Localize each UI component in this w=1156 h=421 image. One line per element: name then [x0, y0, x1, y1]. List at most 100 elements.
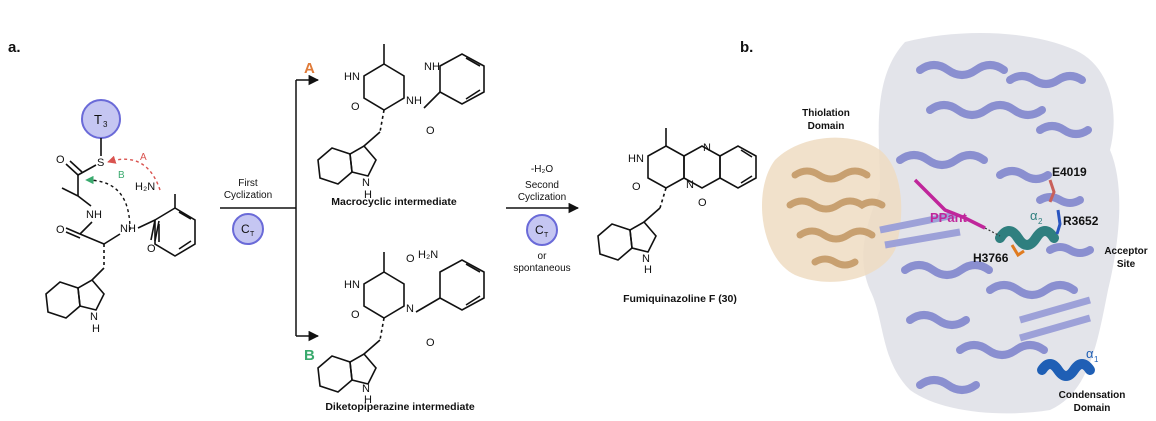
bond — [465, 263, 481, 273]
atom-n-green: N — [703, 142, 711, 154]
atom-o: O — [698, 197, 707, 209]
bond — [379, 109, 385, 133]
product-structure: HN O N N O N H — [597, 128, 757, 276]
thiolation-badge-sub: 3 — [103, 120, 108, 129]
bond — [79, 221, 93, 235]
dkp-ring — [363, 63, 405, 111]
first-cyclization-line1: First — [238, 178, 258, 189]
ct-badge-sub: T — [250, 231, 255, 238]
h3766-stick — [1010, 244, 1025, 258]
second-cyclization-line2: Cyclization — [518, 192, 566, 203]
protein-helix — [901, 261, 993, 279]
h3766-label: H3766 — [973, 251, 1009, 265]
atom-o: O — [56, 154, 65, 166]
atom-n: N — [362, 383, 370, 395]
protein-helix — [1046, 243, 1094, 257]
second-cyclization-line1: Second — [525, 180, 559, 191]
atom-h2n: H₂N — [135, 181, 155, 193]
bond — [415, 297, 441, 313]
bond — [379, 317, 385, 341]
bond — [465, 295, 481, 306]
protein-helix — [986, 281, 1078, 299]
atom-nh: NH — [86, 209, 102, 221]
bond — [178, 211, 192, 220]
protein-structure — [761, 32, 1120, 414]
starting-material: T 3 S O NH O NH O H₂N N H — [45, 99, 196, 335]
atom-o: O — [56, 224, 65, 236]
bond — [643, 207, 661, 223]
bond — [137, 219, 156, 229]
alpha1-helix — [1037, 359, 1095, 381]
benzene-ring — [597, 223, 633, 261]
bond — [69, 160, 83, 173]
path-label-a: A — [304, 60, 315, 77]
condensation-label-line2: Domain — [1074, 403, 1111, 414]
protein-helix — [1006, 72, 1086, 88]
bond — [65, 231, 81, 239]
atom-o: O — [351, 101, 360, 113]
atom-o: O — [632, 181, 641, 193]
hbond-line — [984, 227, 1001, 237]
bond — [465, 57, 481, 67]
alpha1-sub: 1 — [1094, 355, 1099, 364]
protein-helix — [1036, 122, 1092, 138]
atom-hn: HN — [628, 153, 644, 165]
alpha2-sub: 2 — [1038, 217, 1043, 226]
diketopiperazine-structure: HN O O N H₂N O N H — [317, 249, 485, 406]
thiolation-label-line1: Thiolation — [802, 108, 850, 119]
bond — [77, 164, 97, 176]
atom-h: H — [644, 264, 652, 276]
alpha2-label: α — [1030, 208, 1038, 223]
benzene-ring — [317, 355, 353, 393]
ppant-stick — [913, 178, 986, 230]
atom-o: O — [426, 125, 435, 137]
beta-sheets — [879, 211, 1091, 342]
bond — [363, 131, 381, 147]
pyrrole-ring — [349, 144, 377, 177]
thiolation-badge-label: T — [94, 112, 102, 127]
ct-badge-label: C — [535, 223, 544, 237]
bond — [740, 149, 753, 158]
protein-helix — [906, 311, 970, 329]
benzene-ring — [439, 259, 485, 311]
pyrrole-ring — [629, 220, 657, 253]
atom-h: H — [364, 189, 372, 201]
protein-helices — [896, 61, 1094, 394]
benzene-ring — [439, 53, 485, 105]
atom-n: N — [406, 303, 414, 315]
thiolation-helix — [796, 227, 876, 243]
acceptor-label-line2: Site — [1117, 259, 1136, 270]
atom-o: O — [351, 309, 360, 321]
r3652-stick — [1055, 209, 1062, 235]
dkp-ring — [363, 271, 405, 319]
ct-badge-sub: T — [544, 232, 549, 239]
atom-o: O — [406, 253, 415, 265]
bond — [659, 187, 667, 209]
benzene-ring — [317, 147, 353, 185]
protein-helix — [926, 101, 1046, 119]
protein-helix — [1036, 193, 1084, 207]
thiolation-helix — [811, 255, 859, 269]
atom-h: H — [364, 394, 372, 406]
thiolation-helices — [786, 167, 886, 269]
first-cyclization-line2: Cyclization — [224, 190, 272, 201]
atom-n: N — [642, 253, 650, 265]
pyrrole-ring — [349, 352, 377, 385]
bond — [740, 175, 753, 184]
protein-helix — [916, 61, 1008, 79]
atom-hn: HN — [344, 71, 360, 83]
thiolation-helix — [791, 167, 871, 183]
panel-label-a: a. — [8, 39, 21, 56]
bond — [465, 89, 481, 100]
beta-strand — [1019, 296, 1091, 324]
atom-nh: NH — [406, 95, 422, 107]
atom-nh: NH — [120, 223, 136, 235]
atom-n: N — [362, 177, 370, 189]
atom-n-orange: N — [686, 179, 694, 191]
ct-badge — [232, 213, 264, 245]
arrow-path-b — [85, 175, 131, 231]
e4019-label: E4019 — [1052, 165, 1087, 179]
atom-hn: HN — [344, 279, 360, 291]
bond — [65, 163, 79, 176]
